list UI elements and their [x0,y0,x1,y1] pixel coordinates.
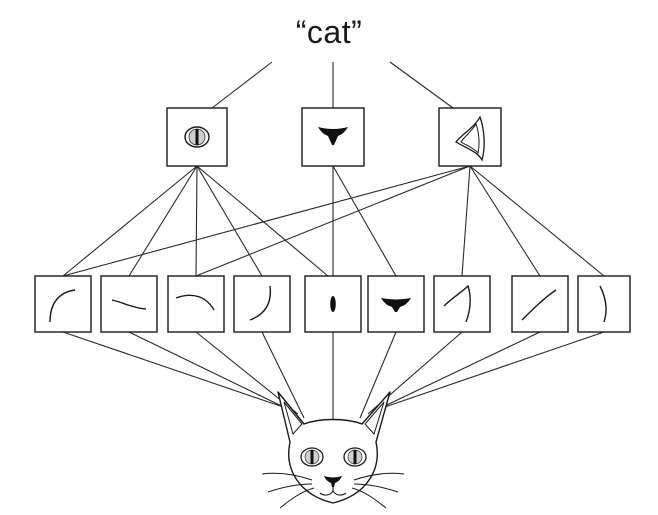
label-connections [211,61,454,109]
pupil-blob-icon [330,296,336,312]
curve-hook-icon [249,285,272,321]
nose-feature-icon [318,127,348,145]
top-feature-eye [166,107,228,167]
bottom-feature-8 [511,275,569,333]
bottom-to-cat-connections [62,331,605,420]
ear-feature-icon [455,115,485,162]
bottom-feature-3 [167,275,225,333]
vertical-curve-icon [599,285,607,323]
bottom-feature-6 [367,275,425,333]
bottom-feature-4 [233,275,291,333]
top-feature-ear [438,107,502,167]
curve-arc-icon [175,294,215,311]
bottom-feature-7 [433,275,491,333]
output-label: “cat” [295,14,363,50]
top-to-bottom-connections [62,165,605,277]
top-feature-nose [301,107,365,167]
ear-tip-curve-icon [443,284,471,323]
cat-face-icon [261,391,405,509]
bottom-feature-5 [304,275,362,333]
curve-wave-icon [111,299,147,310]
bottom-feature-1 [34,275,92,333]
bottom-feature-2 [100,275,158,333]
curve-up-left-icon [49,289,76,323]
bottom-feature-9 [577,275,631,333]
nose-blob-icon [381,298,411,312]
diagonal-line-icon [521,289,557,321]
eye-feature-icon [184,126,210,148]
